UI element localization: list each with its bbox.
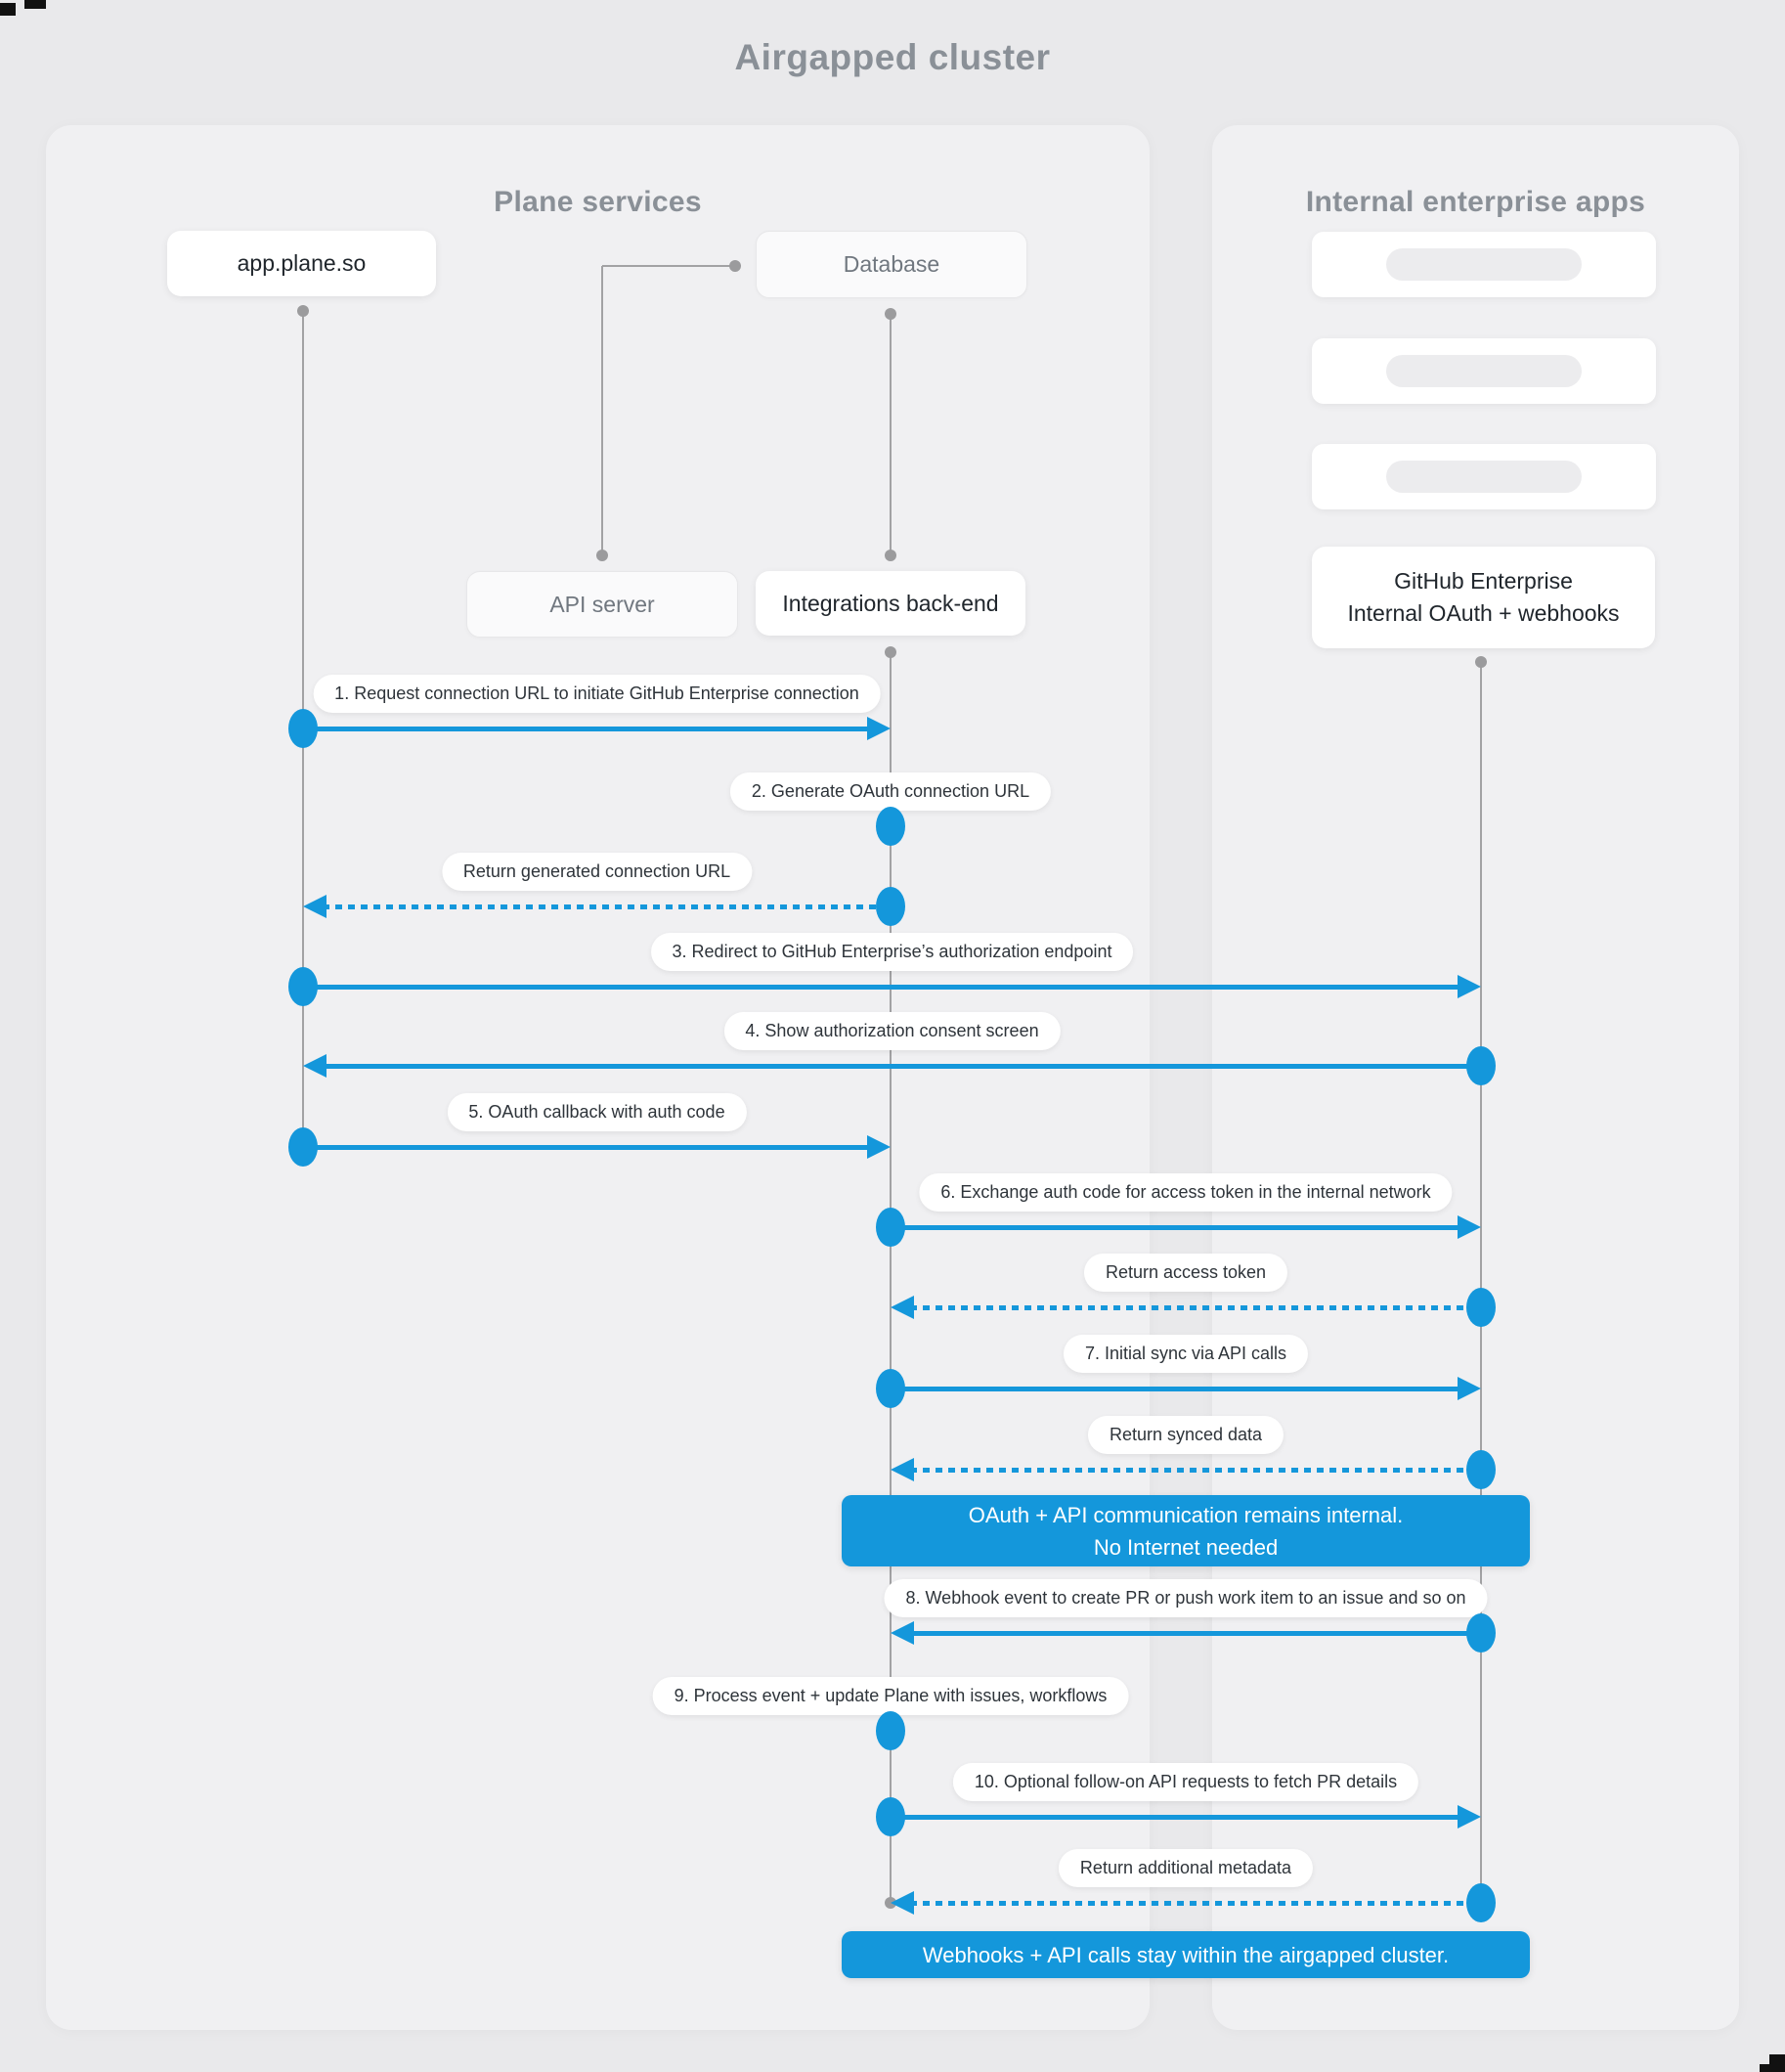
lifeline [890, 314, 892, 555]
placeholder-app-card [1312, 338, 1656, 404]
page-title: Airgapped cluster [734, 37, 1051, 77]
message-label: Return generated connection URL [441, 853, 753, 891]
message-line [891, 1225, 1461, 1230]
message-arrowhead [1458, 1805, 1481, 1829]
message-source-dot [1466, 1883, 1496, 1922]
message-line [910, 1901, 1481, 1906]
actor-database: Database [756, 231, 1027, 298]
connector-dot [885, 308, 896, 320]
corner-mark [24, 0, 46, 9]
message-arrowhead [867, 717, 891, 740]
actor-api-server-label: API server [549, 591, 655, 617]
message-source-dot [1466, 1613, 1496, 1653]
message-line [891, 1387, 1461, 1391]
panel-plane-title: Plane services [494, 186, 702, 218]
actor-integrations-label: Integrations back-end [782, 590, 999, 616]
message-source-dot [876, 887, 905, 926]
message-line [323, 1064, 1481, 1069]
message-arrowhead [891, 1458, 914, 1481]
actor-database-label: Database [843, 251, 940, 277]
connector-dot [596, 550, 608, 561]
message-label: Return access token [1083, 1254, 1288, 1292]
message-source-dot [288, 709, 318, 748]
placeholder-app-card [1312, 232, 1656, 297]
corner-mark [1760, 2064, 1771, 2072]
message-arrowhead [1458, 1377, 1481, 1400]
message-source-dot [1466, 1046, 1496, 1085]
message-line [910, 1305, 1481, 1310]
note-banner: Webhooks + API calls stay within the air… [842, 1931, 1530, 1978]
message-arrowhead [1458, 975, 1481, 998]
connector-elbow [602, 265, 735, 267]
message-source-dot [876, 1711, 905, 1750]
message-label: 9. Process event + update Plane with iss… [652, 1677, 1129, 1715]
message-arrowhead [303, 895, 327, 918]
message-source-dot [1466, 1450, 1496, 1489]
connector-dot [729, 260, 741, 272]
message-source-dot [1466, 1288, 1496, 1327]
message-label: 4. Show authorization consent screen [723, 1012, 1061, 1050]
actor-integrations-backend: Integrations back-end [756, 571, 1025, 636]
message-label: 3. Redirect to GitHub Enterprise’s autho… [650, 933, 1134, 971]
lifeline [601, 266, 603, 555]
note-line: OAuth + API communication remains intern… [968, 1502, 1404, 1527]
note-line: Webhooks + API calls stay within the air… [922, 1942, 1450, 1967]
note-line: No Internet needed [1093, 1534, 1279, 1560]
placeholder-pill [1386, 355, 1582, 387]
placeholder-app-card [1312, 444, 1656, 509]
github-line2: Internal OAuth + webhooks [1347, 600, 1620, 626]
message-arrowhead [891, 1296, 914, 1319]
actor-api-server: API server [466, 571, 738, 638]
message-arrowhead [303, 1054, 327, 1078]
lifeline [1480, 662, 1482, 1903]
message-label: 6. Exchange auth code for access token i… [919, 1173, 1453, 1212]
actor-app-plane-so: app.plane.so [167, 231, 436, 296]
message-arrowhead [1458, 1215, 1481, 1239]
message-source-dot [288, 1127, 318, 1167]
panel-plane-services: Plane services [46, 125, 1150, 2030]
message-line [910, 1631, 1481, 1636]
message-arrowhead [891, 1621, 914, 1645]
message-label: 7. Initial sync via API calls [1063, 1335, 1309, 1373]
message-line [323, 904, 891, 909]
corner-mark [1769, 2054, 1785, 2072]
message-line [303, 727, 871, 731]
placeholder-pill [1386, 248, 1582, 281]
message-line [910, 1468, 1481, 1473]
message-source-dot [288, 967, 318, 1006]
message-line [303, 1145, 871, 1150]
message-source-dot [876, 1797, 905, 1836]
actor-app-label: app.plane.so [237, 250, 367, 276]
actor-github-enterprise: GitHub Enterprise Internal OAuth + webho… [1312, 547, 1655, 648]
lifeline [890, 652, 892, 1903]
connector-dot [885, 646, 896, 658]
message-label: 1. Request connection URL to initiate Gi… [313, 675, 881, 713]
panel-internal-title: Internal enterprise apps [1305, 186, 1646, 218]
note-banner: OAuth + API communication remains intern… [842, 1495, 1530, 1566]
message-label: 2. Generate OAuth connection URL [729, 772, 1052, 811]
connector-dot [297, 305, 309, 317]
message-source-dot [876, 1369, 905, 1408]
message-source-dot [876, 1208, 905, 1247]
placeholder-pill [1386, 461, 1582, 493]
message-line [891, 1815, 1461, 1820]
message-arrowhead [891, 1891, 914, 1915]
message-label: 5. OAuth callback with auth code [447, 1093, 747, 1131]
message-arrowhead [867, 1135, 891, 1159]
message-label: Return synced data [1087, 1416, 1284, 1454]
connector-dot [1475, 656, 1487, 668]
message-source-dot [876, 807, 905, 846]
connector-dot [885, 550, 896, 561]
message-label: 10. Optional follow-on API requests to f… [952, 1763, 1419, 1801]
message-line [303, 985, 1461, 990]
corner-mark [0, 3, 16, 16]
message-label: 8. Webhook event to create PR or push wo… [884, 1579, 1488, 1617]
github-line1: GitHub Enterprise [1394, 567, 1573, 594]
message-label: Return additional metadata [1058, 1849, 1314, 1887]
